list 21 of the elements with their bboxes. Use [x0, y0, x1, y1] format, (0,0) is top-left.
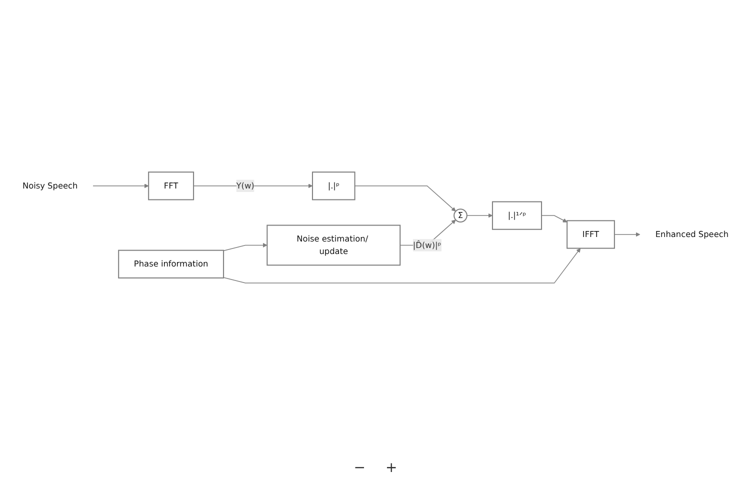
node-box: |.|ᵖ — [312, 172, 356, 201]
edge-label: Y(w) — [236, 181, 254, 191]
node-box: IFFT — [566, 220, 615, 250]
node-circle: Σ — [454, 209, 468, 223]
edge-label: |D̂(w)|ᵖ — [412, 240, 442, 250]
sign-label: + — [386, 460, 398, 476]
arrow — [223, 248, 581, 284]
node-box: |.|¹ᐟᵖ — [492, 202, 542, 230]
arrow — [92, 184, 149, 189]
arrow — [466, 214, 493, 218]
node-box: Noise estimation/ update — [266, 225, 401, 266]
node-text: Enhanced Speech — [655, 230, 729, 240]
arrow — [354, 186, 456, 212]
node-box: FFT — [148, 172, 194, 201]
arrow — [541, 216, 568, 223]
node-text: Noisy Speech — [22, 181, 78, 191]
arrow — [223, 243, 268, 252]
node-box: Phase information — [118, 250, 224, 279]
arrow — [193, 184, 313, 189]
arrow — [614, 232, 640, 238]
sign-label: − — [354, 460, 366, 476]
